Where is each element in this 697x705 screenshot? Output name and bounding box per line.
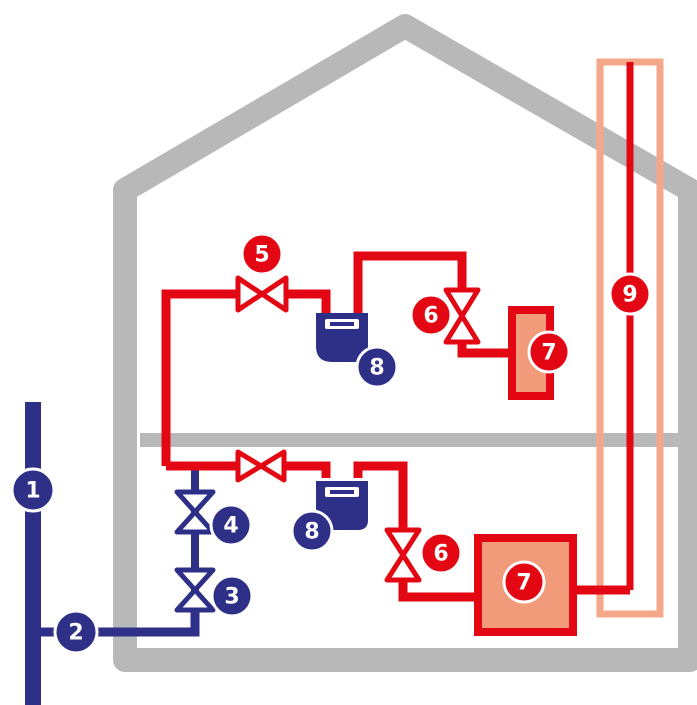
upper-appliance-feed	[457, 342, 512, 358]
callout-5: 5	[240, 232, 284, 276]
gas-meter-icon	[316, 481, 368, 530]
callout-8-lower: 8	[290, 509, 334, 553]
callout-7-upper-label: 7	[541, 341, 556, 366]
valve-icon	[443, 287, 481, 345]
meter-upper	[316, 313, 368, 362]
callout-2-label: 2	[68, 621, 83, 646]
callout-7-lower-label: 7	[516, 571, 531, 596]
lower-appliance-feed	[398, 580, 478, 602]
riser-to-upper-floor	[161, 289, 238, 466]
meter-lower	[316, 481, 368, 530]
lower-pipe-to-meter	[284, 461, 331, 478]
callout-6-upper: 6	[409, 293, 453, 337]
gas-piping	[161, 251, 630, 602]
callout-3: 3	[210, 574, 254, 618]
upper-meter-outlet	[353, 251, 467, 313]
callout-7-upper: 7	[527, 330, 571, 374]
callout-7-lower: 7	[502, 560, 546, 604]
callout-9-label: 9	[622, 283, 637, 308]
callout-1: 1	[10, 467, 56, 513]
upper-pipe-to-meter	[286, 289, 331, 313]
callout-9: 9	[608, 272, 652, 316]
house-walls	[113, 14, 697, 672]
callout-8-upper: 8	[355, 345, 399, 389]
callout-8-lower-label: 8	[304, 520, 319, 545]
callout-4-label: 4	[223, 514, 238, 539]
callout-1-label: 1	[25, 479, 40, 504]
callout-3-label: 3	[224, 585, 239, 610]
valve-icon	[174, 567, 216, 613]
valve-icon	[235, 449, 287, 483]
valve-icon	[384, 527, 422, 583]
callout-5-label: 5	[254, 243, 269, 268]
chimney	[596, 58, 664, 618]
gas-valves	[235, 275, 481, 583]
riser-valves	[174, 489, 216, 613]
callout-6-lower-label: 6	[433, 542, 448, 567]
callout-8-upper-label: 8	[369, 356, 384, 381]
valve-icon	[174, 489, 216, 535]
lower-meter-outlet	[353, 461, 408, 530]
callout-4: 4	[209, 503, 253, 547]
callout-6-lower: 6	[419, 531, 463, 575]
valve-icon	[235, 275, 289, 313]
callout-2: 2	[53, 609, 99, 655]
callout-6-upper-label: 6	[423, 304, 438, 329]
gas-meter-icon	[316, 313, 368, 362]
